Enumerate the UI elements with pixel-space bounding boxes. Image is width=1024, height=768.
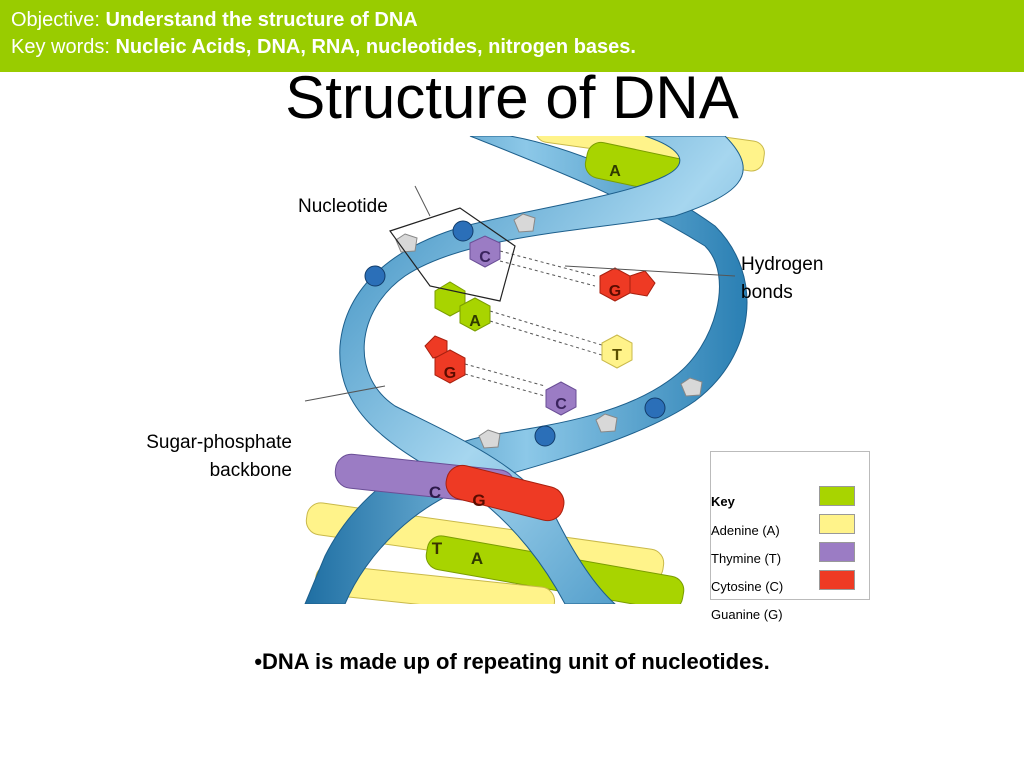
objective-line: Objective: Understand the structure of D… xyxy=(11,7,1024,34)
key-item-cytosine: Cytosine (C) xyxy=(711,579,784,594)
base-letter-bottom-g: G xyxy=(472,491,485,510)
backbone-leader-line xyxy=(304,385,386,402)
base-letter-g3: G xyxy=(444,365,456,382)
objective-label: Objective: xyxy=(11,9,106,31)
objective-banner: Objective: Understand the structure of D… xyxy=(0,0,1024,72)
objective-value: Understand the structure of DNA xyxy=(105,9,418,31)
key-item-thymine: Thymine (T) xyxy=(711,551,782,566)
sugar-pentagon xyxy=(395,233,418,253)
base-letter-bottom-a: A xyxy=(471,549,483,568)
backbone-label-line1: Sugar-phosphate xyxy=(146,432,292,453)
keywords-line: Key words: Nucleic Acids, DNA, RNA, nucl… xyxy=(11,34,1024,61)
hydrogen-leader-line xyxy=(564,265,736,277)
thymine-swatch xyxy=(819,514,855,534)
backbone-label-line2: backbone xyxy=(209,460,292,481)
phosphate-bead xyxy=(364,265,386,287)
base-letter-top-a: A xyxy=(609,163,621,180)
cytosine-base xyxy=(469,235,501,268)
guanine-base xyxy=(424,335,448,359)
base-letter-bottom-t: T xyxy=(432,539,443,558)
phosphate-bead xyxy=(534,425,556,447)
base-letter-c1: C xyxy=(479,249,491,266)
nucleotide-label: Nucleotide xyxy=(298,196,388,217)
key-heading: Key xyxy=(711,494,735,509)
sugar-pentagon xyxy=(513,213,536,233)
nucleotide-leader-line xyxy=(414,185,431,217)
bottom-red-bar xyxy=(445,464,565,522)
hydrogen-bonds-label-line1: Hydrogen xyxy=(741,254,824,275)
hydrogen-bonds-label-line2: bonds xyxy=(741,282,793,303)
key-legend-box xyxy=(710,451,870,600)
nucleotide-outline-box xyxy=(389,207,516,302)
phosphate-bead xyxy=(452,220,474,242)
adenine-swatch xyxy=(819,486,855,506)
keywords-label: Key words: xyxy=(11,36,116,58)
cytosine-base xyxy=(545,381,577,416)
key-item-adenine: Adenine (A) xyxy=(711,523,780,538)
phosphate-bead xyxy=(644,397,666,419)
keywords-value: Nucleic Acids, DNA, RNA, nucleotides, ni… xyxy=(115,36,636,58)
base-letter-t2: T xyxy=(612,347,622,364)
cytosine-swatch xyxy=(819,542,855,562)
sugar-pentagon xyxy=(595,413,618,433)
base-letter-bottom-c: C xyxy=(429,483,441,502)
key-item-guanine: Guanine (G) xyxy=(711,607,783,622)
bullet-point: •DNA is made up of repeating unit of nuc… xyxy=(254,649,770,674)
base-letter-g1: G xyxy=(609,283,621,300)
dna-helix-diagram: C G A T G C A C G T A xyxy=(295,136,775,604)
sugar-pentagon xyxy=(478,429,501,449)
hydrogen-bond-lines xyxy=(464,250,606,397)
base-letter-a2: A xyxy=(469,313,481,330)
slide-title: Structure of DNA xyxy=(285,64,739,131)
sugar-pentagon xyxy=(680,377,703,397)
backbone-beads xyxy=(364,213,703,449)
guanine-swatch xyxy=(819,570,855,590)
front-ribbon xyxy=(339,136,744,604)
thymine-base xyxy=(601,334,633,369)
base-letter-c3: C xyxy=(555,396,567,413)
